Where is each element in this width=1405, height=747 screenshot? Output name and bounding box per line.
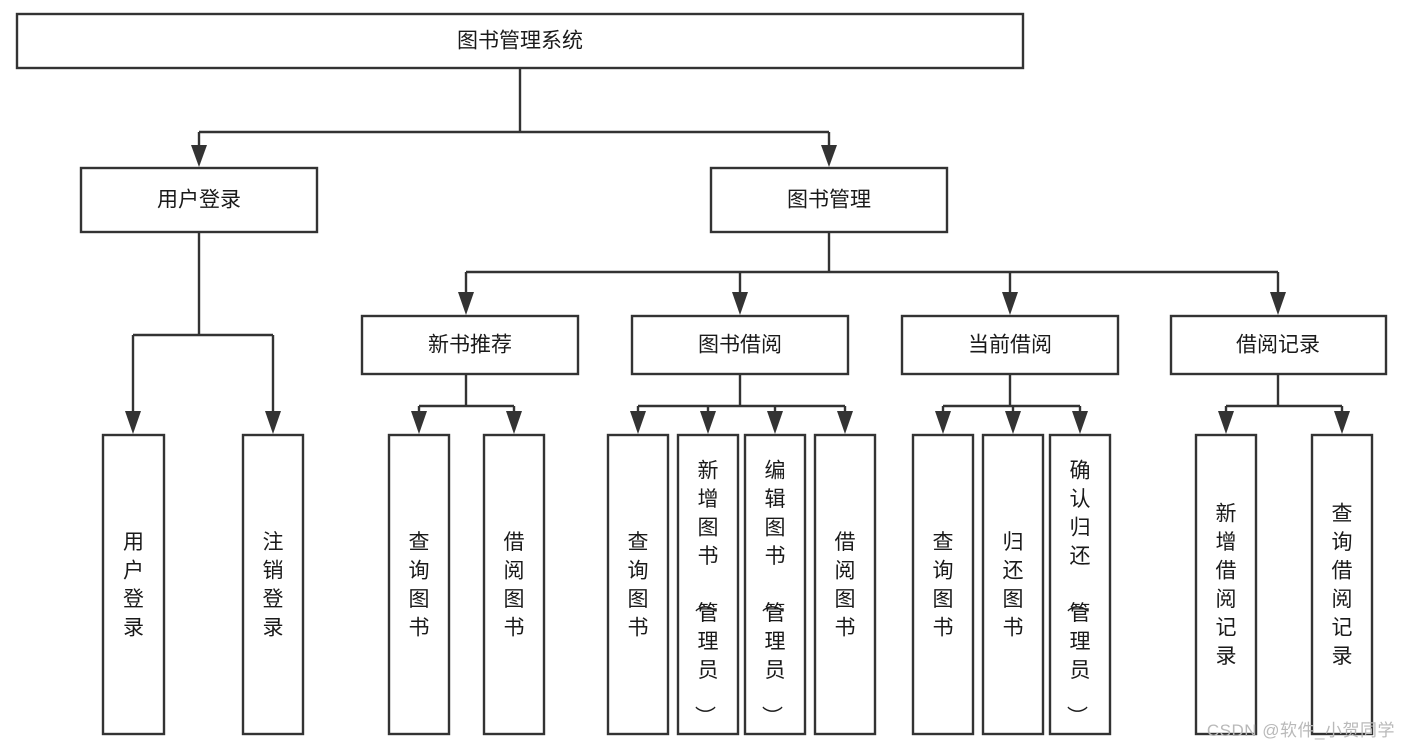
node-leaf-confirm-return-label: 确认归还（管理员） xyxy=(1065,460,1091,727)
arrow-head-confirm-return xyxy=(1072,411,1088,434)
node-book-manage[interactable]: 图书管理 xyxy=(709,166,949,234)
node-leaf-query-record-label: 查询借阅记录 xyxy=(1332,502,1353,668)
connector-group-current-borrow xyxy=(935,374,1088,434)
node-leaf-query-book-rec-label: 查询图书 xyxy=(409,531,430,640)
node-current-borrow-label: 当前借阅 xyxy=(968,334,1052,357)
node-current-borrow-box[interactable] xyxy=(900,314,1120,376)
node-leaf-return-book-label: 归还图书 xyxy=(1003,531,1024,640)
node-leaf-query-book-current[interactable]: 查询图书 xyxy=(911,433,975,736)
node-book-borrow-label: 图书借阅 xyxy=(698,334,782,357)
node-leaf-query-book-rec-box[interactable] xyxy=(387,433,451,736)
node-new-book-rec[interactable]: 新书推荐 xyxy=(360,314,580,376)
node-leaf-confirm-return-box[interactable] xyxy=(1048,433,1112,736)
node-leaf-borrow-book-label: 借阅图书 xyxy=(835,531,856,640)
node-leaf-borrow-book-box[interactable] xyxy=(813,433,877,736)
node-leaf-user-login-label: 用户登录 xyxy=(123,531,144,640)
connector-group-new-book-rec xyxy=(411,374,522,434)
node-leaf-borrow-book-rec[interactable]: 借阅图书 xyxy=(482,433,546,736)
arrow-head-borrow-record xyxy=(1270,292,1286,315)
node-leaf-user-login[interactable]: 用户登录 xyxy=(101,433,166,736)
node-borrow-record-box[interactable] xyxy=(1169,314,1388,376)
node-leaf-query-book-borrow-box[interactable] xyxy=(606,433,670,736)
arrow-head-query-book-current xyxy=(935,411,951,434)
node-leaf-edit-book-box[interactable] xyxy=(743,433,807,736)
node-leaf-borrow-book-rec-label: 借阅图书 xyxy=(504,531,525,640)
node-leaf-add-book-box[interactable] xyxy=(676,433,740,736)
node-leaf-query-book-borrow[interactable]: 查询图书 xyxy=(606,433,670,736)
node-leaf-query-record-box[interactable] xyxy=(1310,433,1374,736)
node-leaf-return-book[interactable]: 归还图书 xyxy=(981,433,1045,736)
connector-group-root xyxy=(191,68,837,167)
arrow-head-leaf-user-login xyxy=(125,411,141,434)
node-leaf-query-book-borrow-label: 查询图书 xyxy=(628,531,649,640)
node-leaf-user-logout-label: 注销登录 xyxy=(263,531,284,640)
node-leaf-query-book-current-box[interactable] xyxy=(911,433,975,736)
node-leaf-borrow-book[interactable]: 借阅图书 xyxy=(813,433,877,736)
node-new-book-rec-box[interactable] xyxy=(360,314,580,376)
node-leaf-add-book[interactable]: 新增图书（管理员） xyxy=(676,433,740,736)
arrow-head-query-book-rec xyxy=(411,411,427,434)
node-leaf-user-login-box[interactable] xyxy=(101,433,166,736)
arrow-head-new-book-rec xyxy=(458,292,474,315)
node-borrow-record[interactable]: 借阅记录 xyxy=(1169,314,1388,376)
arrow-head-current-borrow xyxy=(1002,292,1018,315)
node-leaf-query-record[interactable]: 查询借阅记录 xyxy=(1310,433,1374,736)
arrow-head-edit-book xyxy=(767,411,783,434)
node-user-login-box[interactable] xyxy=(79,166,319,234)
node-book-manage-box[interactable] xyxy=(709,166,949,234)
arrow-head-book-borrow xyxy=(732,292,748,315)
node-leaf-return-book-box[interactable] xyxy=(981,433,1045,736)
node-user-login[interactable]: 用户登录 xyxy=(79,166,319,234)
node-book-borrow-box[interactable] xyxy=(630,314,850,376)
arrow-head-query-record xyxy=(1334,411,1350,434)
node-leaf-edit-book-label: 编辑图书（管理员） xyxy=(760,460,786,727)
node-root-label: 图书管理系统 xyxy=(457,30,583,53)
node-book-borrow[interactable]: 图书借阅 xyxy=(630,314,850,376)
node-new-book-rec-label: 新书推荐 xyxy=(428,334,512,357)
connector-group-book-borrow xyxy=(630,374,853,434)
node-leaf-add-record-box[interactable] xyxy=(1194,433,1258,736)
arrow-head-leaf-user-logout xyxy=(265,411,281,434)
leaf-node-layer: 用户登录 注销登录 查询图书 借阅图书 查询图书 新增图书（管理员） 编辑图书（管理员） 借阅… xyxy=(101,433,1374,736)
node-leaf-borrow-book-rec-box[interactable] xyxy=(482,433,546,736)
node-leaf-add-record-label: 新增借阅记录 xyxy=(1216,502,1237,668)
node-leaf-add-book-label: 新增图书（管理员） xyxy=(693,460,719,727)
node-root-box[interactable] xyxy=(15,12,1025,70)
node-user-login-label: 用户登录 xyxy=(157,189,241,212)
arrow-head-return-book xyxy=(1005,411,1021,434)
node-leaf-query-book-current-label: 查询图书 xyxy=(933,531,954,640)
arrow-head-add-book xyxy=(700,411,716,434)
node-current-borrow[interactable]: 当前借阅 xyxy=(900,314,1120,376)
node-leaf-add-record[interactable]: 新增借阅记录 xyxy=(1194,433,1258,736)
node-leaf-query-book-rec[interactable]: 查询图书 xyxy=(387,433,451,736)
arrow-head-book-manage xyxy=(821,145,837,167)
arrow-head-add-record xyxy=(1218,411,1234,434)
node-leaf-confirm-return[interactable]: 确认归还（管理员） xyxy=(1048,433,1112,736)
arrow-head-query-book-borrow xyxy=(630,411,646,434)
node-borrow-record-label: 借阅记录 xyxy=(1236,334,1320,357)
node-leaf-edit-book[interactable]: 编辑图书（管理员） xyxy=(743,433,807,736)
connector-group-borrow-record xyxy=(1218,374,1350,434)
node-root[interactable]: 图书管理系统 xyxy=(15,12,1025,70)
arrow-head-borrow-book-rec xyxy=(506,411,522,434)
connector-group-book-manage xyxy=(458,232,1286,315)
node-leaf-user-logout-box[interactable] xyxy=(241,433,305,736)
connector-group-user-login xyxy=(125,232,281,434)
node-book-manage-label: 图书管理 xyxy=(787,189,871,212)
arrow-head-borrow-book xyxy=(837,411,853,434)
node-leaf-user-logout[interactable]: 注销登录 xyxy=(241,433,305,736)
arrow-head-user-login xyxy=(191,145,207,167)
